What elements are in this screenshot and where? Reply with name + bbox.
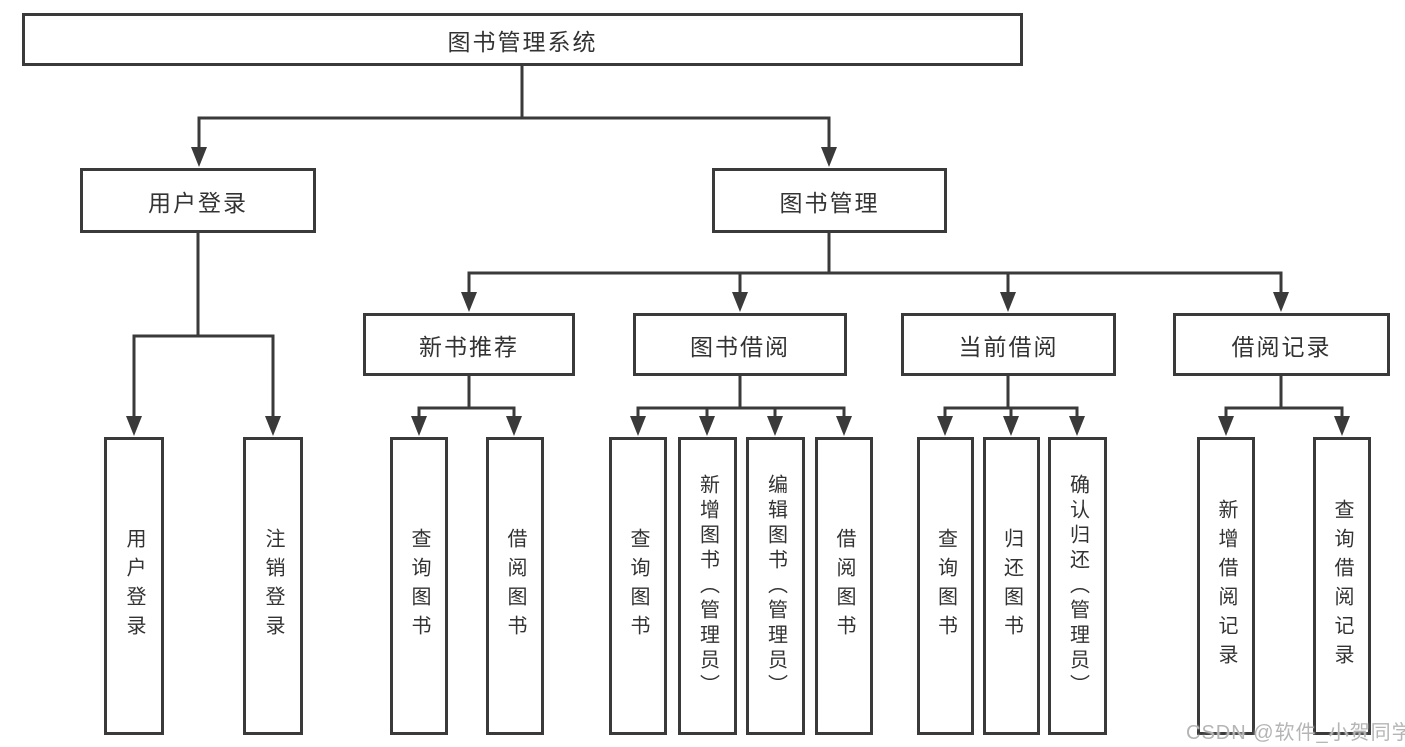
node-user-login: 用户登录 <box>80 168 316 233</box>
leaf-query-borrow-record: 查询借阅记录 <box>1313 437 1371 735</box>
leaf-borrow-borrow-books: 借阅图书 <box>815 437 873 735</box>
leaf-borrow-query-books: 查询图书 <box>609 437 667 735</box>
leaf-confirm-return-admin: 确认归还（管理员） <box>1048 437 1107 735</box>
leaf-user-login: 用户登录 <box>104 437 164 735</box>
node-book-management: 图书管理 <box>712 168 947 233</box>
leaf-add-books-admin-label: 新增图书（管理员） <box>696 473 719 699</box>
leaf-return-books: 归还图书 <box>983 437 1040 735</box>
leaf-recommend-borrow-books-label: 借阅图书 <box>504 528 526 644</box>
leaf-current-query-books: 查询图书 <box>917 437 974 735</box>
node-book-borrow-label: 图书借阅 <box>690 333 790 360</box>
leaf-edit-books-admin: 编辑图书（管理员） <box>746 437 805 735</box>
leaf-query-borrow-record-label: 查询借阅记录 <box>1331 499 1353 673</box>
node-current-borrow-label: 当前借阅 <box>958 333 1059 360</box>
leaf-borrow-query-books-label: 查询图书 <box>627 528 649 644</box>
node-user-login-label: 用户登录 <box>148 189 248 216</box>
node-borrow-records: 借阅记录 <box>1173 313 1390 376</box>
node-book-management-label: 图书管理 <box>779 189 880 216</box>
leaf-current-query-books-label: 查询图书 <box>934 528 957 644</box>
csdn-watermark: CSDN @软件_小贺同学 <box>1186 722 1405 744</box>
leaf-logout: 注销登录 <box>243 437 303 735</box>
node-book-borrow: 图书借阅 <box>633 313 847 376</box>
node-current-borrow: 当前借阅 <box>901 313 1116 376</box>
node-new-book-recommend: 新书推荐 <box>363 313 575 376</box>
leaf-edit-books-admin-label: 编辑图书（管理员） <box>764 473 787 699</box>
node-borrow-records-label: 借阅记录 <box>1231 333 1332 360</box>
node-root: 图书管理系统 <box>22 13 1023 66</box>
leaf-logout-label: 注销登录 <box>262 528 284 644</box>
leaf-recommend-query-books-label: 查询图书 <box>408 528 430 644</box>
leaf-add-borrow-record: 新增借阅记录 <box>1197 437 1255 735</box>
leaf-recommend-borrow-books: 借阅图书 <box>486 437 544 735</box>
leaf-return-books-label: 归还图书 <box>1000 528 1023 644</box>
leaf-borrow-borrow-books-label: 借阅图书 <box>833 528 855 644</box>
leaf-add-borrow-record-label: 新增借阅记录 <box>1215 499 1237 673</box>
node-new-book-recommend-label: 新书推荐 <box>419 333 519 360</box>
node-root-label: 图书管理系统 <box>447 28 598 55</box>
leaf-add-books-admin: 新增图书（管理员） <box>678 437 737 735</box>
leaf-user-login-label: 用户登录 <box>123 528 145 644</box>
leaf-confirm-return-admin-label: 确认归还（管理员） <box>1066 473 1089 699</box>
leaf-recommend-query-books: 查询图书 <box>390 437 448 735</box>
